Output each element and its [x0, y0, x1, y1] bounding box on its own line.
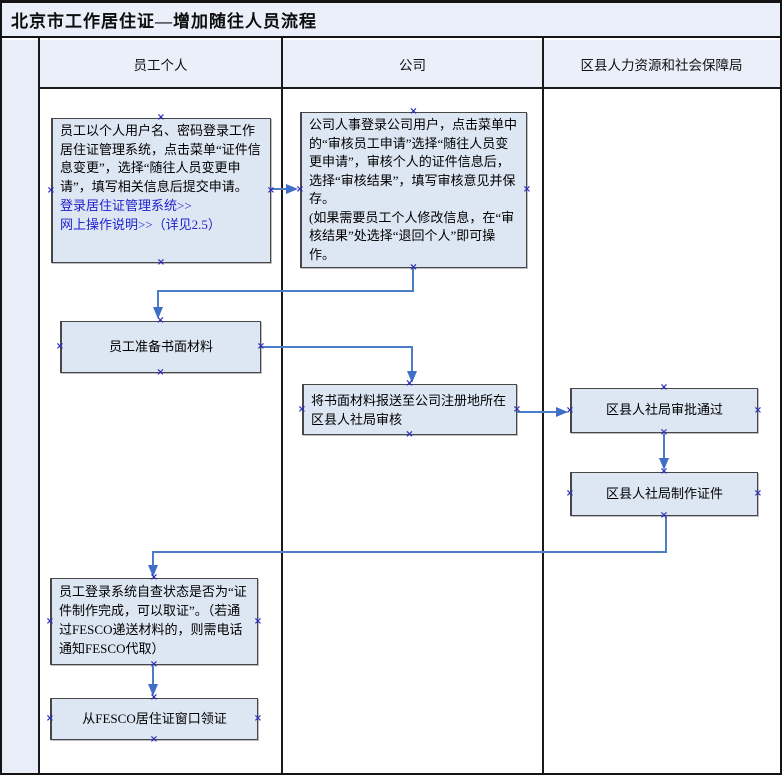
connector-prepare-to-send	[261, 346, 417, 383]
node-text: 员工以个人用户名、密码登录工作居住证管理系统，点击菜单“证件信息变更”，选择“随…	[60, 123, 261, 194]
lane-separator	[38, 38, 40, 773]
lane-header-label: 区县人力资源和社会保障局	[580, 57, 743, 73]
node-text: 将书面材料报送至公司注册地所在区县人社局审核	[311, 392, 507, 427]
node-self-check: 员工登录系统自查状态是否为“证件制作完成，可以取证”。（若通过FESCO递送材料…	[50, 578, 258, 665]
lane-separator	[281, 38, 283, 773]
node-fesco-pickup: 从FESCO居住证窗口领证	[50, 698, 258, 740]
lane-header-label: 员工个人	[133, 57, 188, 73]
node-text: 员工登录系统自查状态是否为“证件制作完成，可以取证”。（若通过FESCO递送材料…	[59, 584, 247, 656]
lane-header-employee: 员工个人	[39, 40, 282, 87]
link-login-system[interactable]: 登录居住证管理系统>>	[60, 198, 192, 213]
node-text: 区县人社局制作证件	[605, 485, 723, 501]
lane-separator	[542, 38, 544, 773]
lane-header-company: 公司	[282, 40, 543, 87]
pool-margin-column	[2, 40, 39, 773]
lane-header-label: 公司	[399, 57, 426, 73]
title-band: 北京市工作居住证—增加随往人员流程	[2, 3, 780, 38]
node-login-apply: 员工以个人用户名、密码登录工作居住证管理系统，点击菜单“证件信息变更”，选择“随…	[51, 118, 271, 263]
node-bureau-make-cert: 区县人社局制作证件	[570, 472, 758, 516]
header-bottom-line	[39, 87, 780, 89]
connector-make-to-selfcheck	[148, 517, 667, 577]
connector-company-to-prepare	[153, 268, 414, 319]
node-send-materials: 将书面材料报送至公司注册地所在区县人社局审核	[302, 384, 517, 435]
node-bureau-approve: 区县人社局审批通过	[570, 388, 758, 433]
node-text: 区县人社局审批通过	[605, 402, 723, 418]
diagram-title: 北京市工作居住证—增加随往人员流程	[11, 12, 317, 31]
lane-header-bureau: 区县人力资源和社会保障局	[543, 40, 780, 87]
node-text: 员工准备书面材料	[108, 338, 213, 354]
node-text: 从FESCO居住证窗口领证	[82, 710, 227, 726]
link-online-guide[interactable]: 网上操作说明>>（详见2.5）	[60, 217, 221, 232]
node-prepare-materials: 员工准备书面材料	[60, 321, 261, 373]
node-note: (如果需要员工个人修改信息，在“审核结果”处选择“退回个人”即可操作。	[309, 209, 515, 262]
node-company-review: 公司人事登录公司用户，点击菜单中的“审核员工申请”选择“随往人员变更申请”，审核…	[300, 112, 527, 268]
node-text: 公司人事登录公司用户，点击菜单中的“审核员工申请”选择“随往人员变更申请”，审核…	[309, 117, 518, 206]
